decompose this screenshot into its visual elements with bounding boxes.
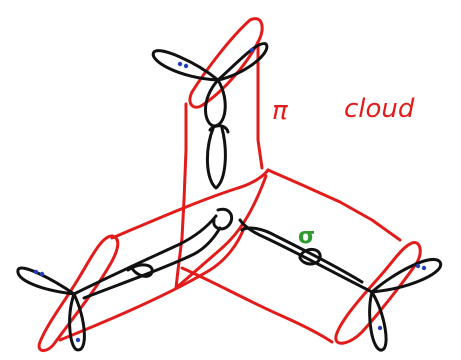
sp2-lobe-top-right (218, 44, 267, 80)
pi-label: π (272, 96, 288, 126)
sp2-lobe-top-down (206, 80, 226, 126)
sigma-symbol: σ (298, 224, 315, 249)
pi-lobe-top (190, 19, 262, 108)
carbon-right (214, 209, 441, 350)
pi-symbol: π (272, 96, 288, 126)
cloud-label: cloud (344, 94, 414, 124)
center-swirl (214, 209, 232, 229)
sigma-bond-top (207, 126, 225, 188)
pi-band-bottom (182, 268, 332, 342)
bond-knot-left (128, 265, 152, 276)
cloud-text: cloud (344, 94, 414, 124)
pi-band-right (268, 170, 400, 240)
sigma-label: σ (298, 224, 315, 249)
sp2-lobe-left-outer (18, 268, 74, 294)
